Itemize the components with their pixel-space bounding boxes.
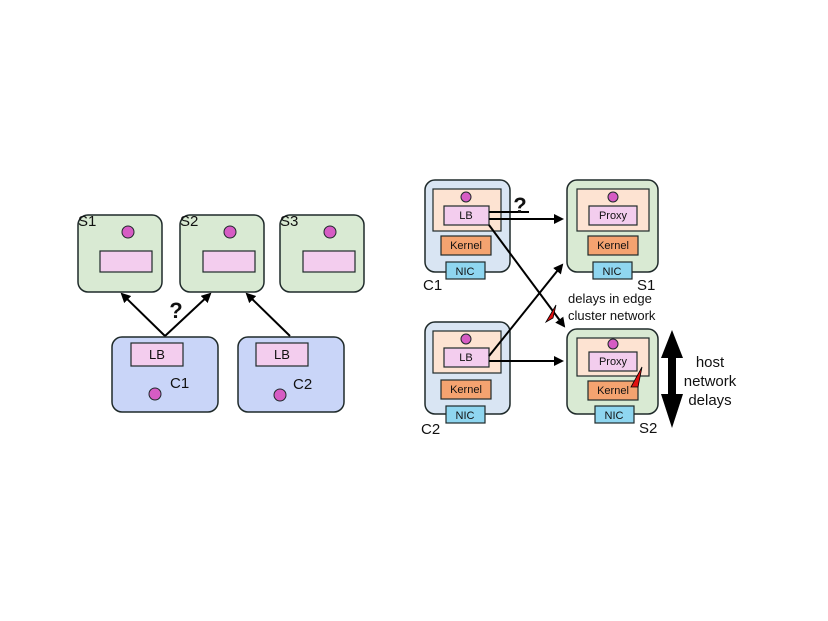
- host-delay-label-line1: host: [696, 354, 725, 371]
- right-client-c2: LB Kernel NIC C2: [421, 321, 511, 438]
- client-label: C2: [293, 376, 312, 393]
- question-mark: ?: [513, 193, 526, 218]
- service-box: [202, 250, 256, 273]
- kernel-label: Kernel: [450, 384, 482, 396]
- nic-label: NIC: [605, 410, 624, 422]
- left-server-s1: S1: [77, 213, 163, 293]
- arrow-c2-to-s1: [488, 263, 564, 357]
- lb-label: LB: [149, 347, 165, 362]
- server-label: S3: [280, 213, 298, 230]
- nic-label: NIC: [456, 266, 475, 278]
- kernel-box: [587, 235, 639, 256]
- process-dot: [460, 191, 472, 203]
- nic-label: NIC: [603, 266, 622, 278]
- left-client-c1: LB C1: [111, 336, 219, 413]
- client-label: C1: [170, 375, 189, 392]
- host-delay-arrow: [661, 330, 683, 428]
- process-dot: [460, 333, 472, 345]
- nic-box: [445, 261, 486, 280]
- nic-label: NIC: [456, 410, 475, 422]
- proxy-label: Proxy: [599, 210, 628, 222]
- lb-label: LB: [459, 352, 472, 364]
- kernel-label: Kernel: [450, 240, 482, 252]
- lb-box: [443, 347, 490, 368]
- kernel-box: [440, 235, 492, 256]
- right-client-c1: LB Kernel NIC C1: [423, 179, 511, 294]
- right-server-s1: Proxy Kernel NIC S1: [566, 179, 659, 294]
- lb-box: [443, 205, 490, 226]
- lb-label: LB: [274, 347, 290, 362]
- arrow-c1-to-s1: [120, 292, 166, 337]
- left-server-s3: S3: [279, 213, 365, 293]
- process-dot: [148, 387, 162, 401]
- process-dot: [273, 388, 287, 402]
- proxy-box: [588, 205, 638, 226]
- lb-label: LB: [459, 210, 472, 222]
- process-dot: [323, 225, 337, 239]
- lb-box: [130, 342, 184, 367]
- nic-box: [594, 405, 635, 424]
- kernel-box: [587, 380, 639, 401]
- process-dot: [607, 191, 619, 203]
- edge-delay-label-line2: cluster network: [568, 308, 656, 323]
- kernel-label: Kernel: [597, 240, 629, 252]
- process-dot: [121, 225, 135, 239]
- client-label: C2: [421, 421, 440, 438]
- left-diagram: S1 S2 S3 LB C1 LB C2: [77, 213, 365, 413]
- nic-box: [445, 405, 486, 424]
- left-client-c2: LB C2: [237, 336, 345, 413]
- kernel-label: Kernel: [597, 385, 629, 397]
- arrow-c2-to-s2: [245, 292, 291, 337]
- server-label: S2: [180, 213, 198, 230]
- host-delay-label-line3: delays: [688, 392, 731, 409]
- server-label: S1: [78, 213, 96, 230]
- service-box: [302, 250, 356, 273]
- process-dot: [607, 338, 619, 350]
- process-dot: [223, 225, 237, 239]
- server-label: S1: [637, 277, 655, 294]
- right-diagram: LB Kernel NIC C1 LB Kernel NIC C2 Pr: [421, 179, 737, 438]
- host-delay-label-line2: network: [684, 373, 737, 390]
- client-label: C1: [423, 277, 442, 294]
- server-label: S2: [639, 420, 657, 437]
- right-server-s2: Proxy Kernel NIC S2: [566, 328, 659, 437]
- service-box: [99, 250, 153, 273]
- host-delay-marker: [630, 366, 643, 388]
- kernel-box: [440, 379, 492, 400]
- arrow-c1-to-s2: [488, 224, 566, 328]
- proxy-label: Proxy: [599, 356, 628, 368]
- nic-box: [592, 261, 633, 280]
- edge-delay-marker: [544, 304, 557, 324]
- edge-delay-label-line1: delays in edge: [568, 291, 652, 306]
- arrow-c1-to-s2: [164, 292, 212, 337]
- lb-box: [255, 342, 309, 367]
- proxy-box: [588, 351, 638, 372]
- left-server-s2: S2: [179, 213, 265, 293]
- question-mark: ?: [169, 298, 182, 323]
